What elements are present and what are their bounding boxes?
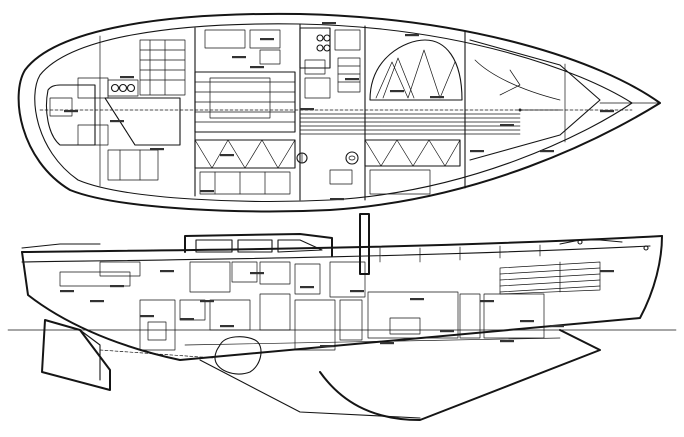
plan-view (17, 12, 661, 213)
drawing-label (200, 300, 214, 303)
toilet-sink (296, 151, 359, 185)
drawing-label (480, 300, 494, 303)
head-compartment (299, 27, 331, 75)
doghouse-window-3 (277, 239, 323, 253)
drawing-label (250, 66, 264, 69)
plan-hull-inner (34, 23, 633, 202)
stern-cockpit (45, 84, 96, 146)
drawing-label (60, 290, 74, 293)
rudder-skeg (79, 329, 101, 381)
drawing-label (550, 325, 564, 328)
drawing-label (600, 110, 614, 113)
drawing-label (322, 22, 336, 25)
bow-fitting (577, 239, 583, 245)
engine (214, 336, 262, 375)
drawing-label (220, 154, 234, 157)
saloon-floor (194, 71, 296, 133)
plan-hull-outer (17, 12, 661, 213)
drawing-label (520, 320, 534, 323)
cabin-sole (184, 337, 561, 346)
anchor-locker (499, 261, 601, 295)
doghouse-window-1 (195, 239, 233, 253)
drawing-label (330, 198, 344, 201)
stern-seat (49, 97, 73, 117)
doghouse-window-2 (237, 239, 273, 253)
prop-shaft (99, 349, 216, 359)
drawing-label (380, 342, 394, 345)
drawing-label (470, 150, 484, 153)
drawing-label (600, 270, 614, 273)
labels-layer (60, 22, 614, 348)
drawing-label (64, 110, 78, 113)
drawing-label (250, 272, 264, 275)
drawing-label (440, 330, 454, 333)
profile-cabinetry (59, 261, 545, 351)
profile-hull (21, 235, 663, 361)
drawing-label (220, 325, 234, 328)
drawing-label (430, 96, 444, 99)
drawing-label (90, 300, 104, 303)
drawing-label (540, 150, 554, 153)
galley-stove (107, 79, 139, 97)
profile-view (7, 213, 677, 421)
drawing-label (320, 345, 334, 348)
drawing-label (300, 108, 314, 111)
drawing-label (300, 286, 314, 289)
rudder (41, 319, 111, 391)
port-settee (194, 139, 296, 169)
drawing-label (260, 38, 274, 41)
drawing-label (232, 56, 246, 59)
drawing-label (405, 34, 419, 37)
profile-deck-2 (21, 245, 651, 263)
drawing-label (200, 190, 214, 193)
stanchions (379, 244, 541, 263)
doghouse (184, 233, 333, 257)
drawing-label (500, 340, 514, 343)
mast-step (518, 108, 522, 112)
drawing-label (120, 76, 134, 79)
forward-cabin (369, 39, 463, 101)
aft-cabin-berth (139, 39, 186, 96)
drawing-label (390, 90, 404, 93)
stern-rail (21, 243, 101, 249)
drawing-label (160, 270, 174, 273)
drawing-label (410, 298, 424, 301)
starboard-settee (364, 139, 461, 167)
drawing-label (110, 120, 124, 123)
drawing-label (345, 78, 359, 81)
keel-inner (199, 359, 421, 419)
drawing-label (500, 124, 514, 127)
aft-station (77, 77, 109, 99)
cabin-sole-stripes (299, 113, 521, 135)
mast (359, 213, 370, 275)
plan-bulkheads (99, 23, 566, 201)
drawing-label (140, 315, 154, 318)
masthead-fitting (643, 245, 649, 251)
keel (319, 329, 601, 421)
cabinet-details (107, 29, 431, 195)
drawing-label (350, 290, 364, 293)
drawing-label (150, 148, 164, 151)
v-berth (469, 39, 601, 161)
drawing-label (110, 285, 124, 288)
bow-pulpit (559, 239, 623, 245)
drawing-label (180, 318, 194, 321)
aft-station-2 (77, 124, 109, 146)
profile-sheer (21, 235, 663, 253)
